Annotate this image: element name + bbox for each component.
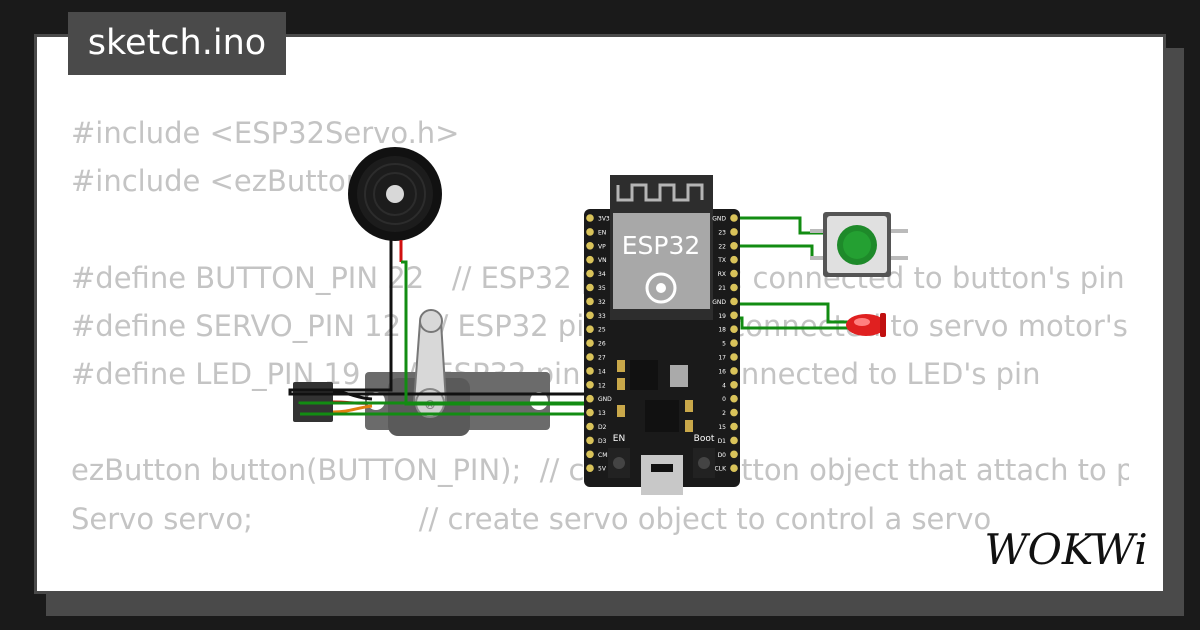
pin-pad[interactable] xyxy=(730,381,738,389)
pin-label: 19 xyxy=(718,313,726,320)
pin-label: 32 xyxy=(598,299,606,306)
pin-label: D2 xyxy=(598,424,607,431)
pin-label: 33 xyxy=(598,313,606,320)
pin-pad[interactable] xyxy=(586,269,594,278)
pin-pad[interactable] xyxy=(586,297,594,306)
file-tab[interactable]: sketch.ino xyxy=(68,12,286,75)
pin-label: 12 xyxy=(598,382,606,389)
pin-label: 13 xyxy=(598,410,606,417)
pin-pad[interactable] xyxy=(730,353,738,361)
pin-pad[interactable] xyxy=(730,311,738,320)
pin-label: 23 xyxy=(718,229,726,236)
pin-label: GND xyxy=(598,396,612,403)
pin-label: 2 xyxy=(722,410,726,417)
pin-pad[interactable] xyxy=(586,422,594,431)
pin-label: EN xyxy=(598,229,606,236)
pin-label: 14 xyxy=(598,368,606,375)
pin-pad[interactable] xyxy=(730,297,738,306)
pin-pad[interactable] xyxy=(730,339,738,347)
pin-pad[interactable] xyxy=(730,325,738,334)
pin-pad[interactable] xyxy=(730,228,738,236)
pin-label: VN xyxy=(598,257,607,264)
pin-pad[interactable] xyxy=(586,283,594,292)
pin-label: CMD xyxy=(598,452,612,459)
pin-label: D3 xyxy=(598,438,607,445)
pin-pad[interactable] xyxy=(586,381,594,389)
red-led[interactable] xyxy=(846,313,886,337)
en-label: EN xyxy=(613,434,625,444)
pin-pad[interactable] xyxy=(730,408,738,417)
pin-label: D1 xyxy=(718,438,727,445)
pin-label: 5V xyxy=(598,466,607,473)
pin-label: 22 xyxy=(718,243,726,250)
pin-pad[interactable] xyxy=(586,450,594,459)
wokwi-logo: WOKWi xyxy=(984,525,1147,574)
pin-pad[interactable] xyxy=(730,450,738,459)
pin-label: 3V3 xyxy=(598,216,610,223)
pin-label: 25 xyxy=(598,327,606,334)
pin-label: RX xyxy=(718,271,726,278)
pin-label: 15 xyxy=(718,424,726,431)
pin-pad[interactable] xyxy=(730,255,738,264)
pin-label: 21 xyxy=(718,285,726,292)
pin-label: 5 xyxy=(722,341,726,348)
pin-pad[interactable] xyxy=(730,367,738,375)
pin-label: 4 xyxy=(722,382,726,389)
pin-label: TX xyxy=(717,257,726,264)
pin-label: 26 xyxy=(598,341,606,348)
pin-pad[interactable] xyxy=(586,436,594,445)
pin-label: 0 xyxy=(722,396,726,403)
chip-label: ESP32 xyxy=(622,231,701,260)
code-line: Servo servo; // create servo object to c… xyxy=(71,501,992,536)
pin-pad[interactable] xyxy=(730,269,738,278)
pin-label: 16 xyxy=(718,368,726,375)
pin-pad[interactable] xyxy=(730,283,738,292)
pin-pad[interactable] xyxy=(586,339,594,347)
pin-label: GND xyxy=(712,216,726,223)
pin-pad[interactable] xyxy=(730,394,738,403)
pin-label: 27 xyxy=(598,355,606,362)
buzzer[interactable] xyxy=(348,147,442,262)
pin-label: D0 xyxy=(718,452,727,459)
pin-pad[interactable] xyxy=(730,422,738,431)
pin-pad[interactable] xyxy=(586,255,594,264)
pin-pad[interactable] xyxy=(730,436,738,445)
esp32-board[interactable]: ESP32 3V3ENVPVN343532332526271412GND13D2… xyxy=(584,175,740,495)
pin-pad[interactable] xyxy=(586,214,594,222)
pin-label: 17 xyxy=(718,355,726,362)
pin-label: VP xyxy=(598,243,606,250)
pin-label: 34 xyxy=(598,271,606,278)
pin-pad[interactable] xyxy=(586,242,594,250)
pin-label: GND xyxy=(712,299,726,306)
pin-label: CLK xyxy=(715,466,728,473)
pin-pad[interactable] xyxy=(586,408,594,417)
pin-label: 18 xyxy=(718,327,726,334)
logo-text: WOKWi xyxy=(984,525,1147,574)
pin-pad[interactable] xyxy=(586,367,594,375)
pin-pad[interactable] xyxy=(586,228,594,236)
servo-motor[interactable]: ⊗ xyxy=(293,309,550,436)
pin-pad[interactable] xyxy=(586,325,594,334)
pin-pad[interactable] xyxy=(730,464,738,473)
pin-pad[interactable] xyxy=(586,394,594,403)
pushbutton[interactable] xyxy=(810,212,908,277)
pin-pad[interactable] xyxy=(586,353,594,361)
pin-pad[interactable] xyxy=(586,311,594,320)
pin-pad[interactable] xyxy=(586,464,594,473)
pin-pad[interactable] xyxy=(730,242,738,250)
code-line: #include <ESP32Servo.h> xyxy=(71,116,460,150)
boot-label: Boot xyxy=(694,434,715,444)
pin-label: 35 xyxy=(598,285,606,292)
pin-pad[interactable] xyxy=(730,214,738,222)
